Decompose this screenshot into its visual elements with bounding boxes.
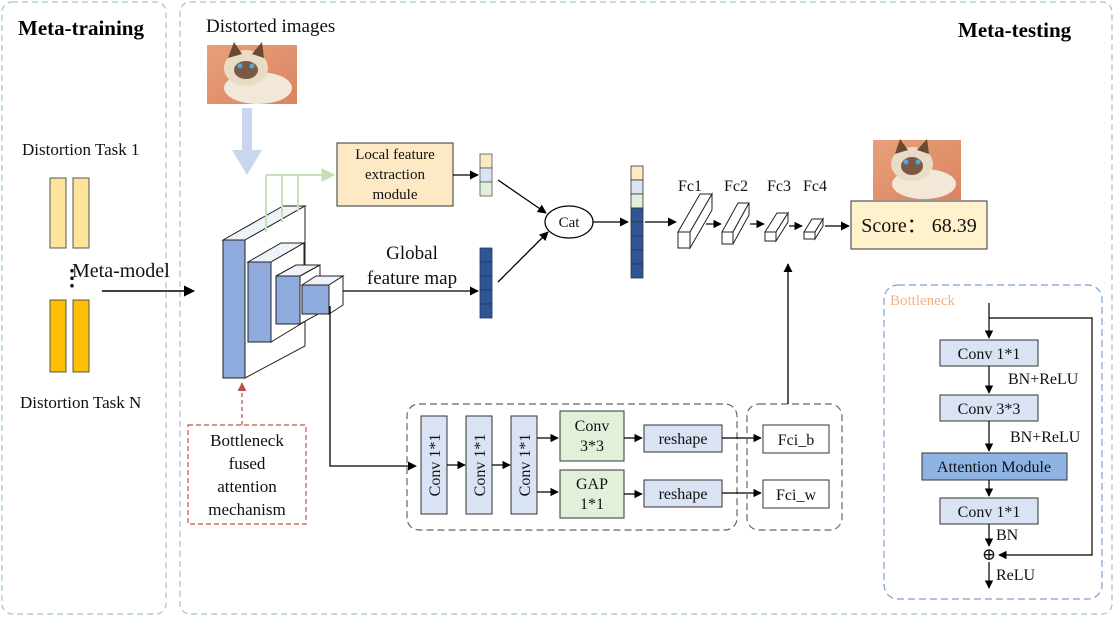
score-label: Score： 68.39: [861, 215, 977, 237]
task-bar-dark-2: [72, 299, 90, 373]
conv33-line2: 3*3: [580, 438, 604, 455]
reshape-bottom-box: [643, 479, 723, 508]
bottleneck-note-box: [187, 424, 307, 525]
global-to-cat-arrow: [497, 231, 549, 283]
backbone-network: [221, 205, 345, 379]
local-module-line3: module: [373, 187, 418, 203]
conv33-line1: Conv: [575, 418, 610, 435]
input-arrow-head: [232, 150, 262, 175]
distorted-images-label: Distorted images: [206, 16, 335, 37]
bottleneck-conv3-label: Conv 1*1: [958, 504, 1021, 521]
input-arrow-shaft: [242, 108, 252, 152]
distortion-task-last-label: Distortion Task N: [20, 393, 141, 412]
hyper-conv-a-label: Conv 1*1: [427, 434, 444, 497]
attention-module-label: Attention Module: [937, 459, 1051, 476]
cat-label: Cat: [559, 215, 581, 231]
meta-testing-title: Meta-testing: [958, 18, 1072, 42]
hyper-conv-b-label: Conv 1*1: [472, 434, 489, 497]
hyper-branch-group: [406, 403, 738, 531]
reshape-top-label: reshape: [659, 431, 708, 448]
meta-training-title: Meta-training: [18, 16, 144, 40]
meta-model-label: Meta-model: [72, 260, 170, 282]
reshape-bottom-label: reshape: [659, 486, 708, 503]
fc2-layer: [721, 202, 750, 245]
local-feature-connections: [265, 168, 336, 232]
fci-w-box: [762, 479, 830, 509]
meta-testing-panel: [179, 1, 1113, 615]
task-bar-light-2: [72, 177, 90, 249]
residual-add-icon: ⊕: [982, 545, 996, 564]
fc2-label: Fc2: [724, 178, 748, 195]
bottleneck-conv1-label: Conv 1*1: [958, 346, 1021, 363]
bottleneck-detail-group: [883, 284, 1103, 600]
bottleneck-detail-title: Bottleneck: [890, 293, 955, 309]
gap-line2: 1*1: [580, 496, 604, 513]
fci-w-label: Fci_w: [776, 487, 816, 504]
bottleneck-note-line4: mechanism: [208, 500, 285, 519]
local-feature-module-box: [336, 142, 454, 207]
meta-training-panel: [1, 1, 167, 615]
conv33-box: [559, 410, 625, 462]
fc1-layer: [677, 192, 713, 250]
attention-module-box: [921, 452, 1068, 481]
local-module-line1: Local feature: [355, 147, 435, 163]
fc3-layer: [764, 211, 789, 243]
score-box: [850, 200, 988, 250]
bottleneck-note-line1: Bottleneck: [210, 431, 284, 450]
hyper-conv-c-label: Conv 1*1: [517, 434, 534, 497]
gap-box: [559, 469, 625, 519]
task-bar-light-1: [49, 177, 67, 249]
bottleneck-bnrelu2-label: BN+ReLU: [1010, 429, 1081, 446]
fc3-label: Fc3: [767, 178, 791, 195]
fci-b-label: Fci_b: [778, 432, 814, 449]
bottleneck-note-line3: attention: [217, 477, 277, 496]
bottleneck-bn-label: BN: [996, 527, 1019, 544]
bottleneck-conv2-label: Conv 3*3: [958, 401, 1021, 418]
hyper-conv-c-box: [510, 415, 538, 515]
ellipsis-icon: ⋮: [61, 265, 83, 290]
task-bar-dark-1: [49, 299, 67, 373]
global-feature-vector: [479, 247, 493, 319]
fci-b-box: [762, 424, 830, 454]
backbone-to-hyper-arrow: [329, 306, 417, 471]
distortion-task-first-label: Distortion Task 1: [22, 140, 140, 159]
bottleneck-note-line2: fused: [229, 454, 266, 473]
distorted-cat-image: [207, 42, 297, 104]
gap-line1: GAP: [576, 476, 608, 493]
bottleneck-relu-label: ReLU: [996, 567, 1036, 584]
fc4-label: Fc4: [803, 178, 827, 195]
global-map-line2: feature map: [367, 268, 457, 289]
hyper-conv-b-box: [465, 415, 493, 515]
concatenated-vector: [630, 165, 644, 279]
reshape-top-box: [643, 424, 723, 453]
local-to-cat-arrow: [497, 179, 547, 214]
fc4-layer: [803, 217, 824, 241]
local-module-line2: extraction: [365, 167, 425, 183]
bottleneck-conv1-box: [939, 339, 1039, 367]
global-map-line1: Global: [386, 243, 438, 264]
fc1-label: Fc1: [678, 178, 702, 195]
bottleneck-residual-line: [989, 317, 1093, 560]
bottleneck-bnrelu1-label: BN+ReLU: [1008, 371, 1079, 388]
hyper-conv-a-box: [420, 415, 448, 515]
fc-params-group: [746, 403, 843, 531]
output-cat-image: [873, 139, 961, 200]
local-feature-vector: [479, 153, 493, 197]
